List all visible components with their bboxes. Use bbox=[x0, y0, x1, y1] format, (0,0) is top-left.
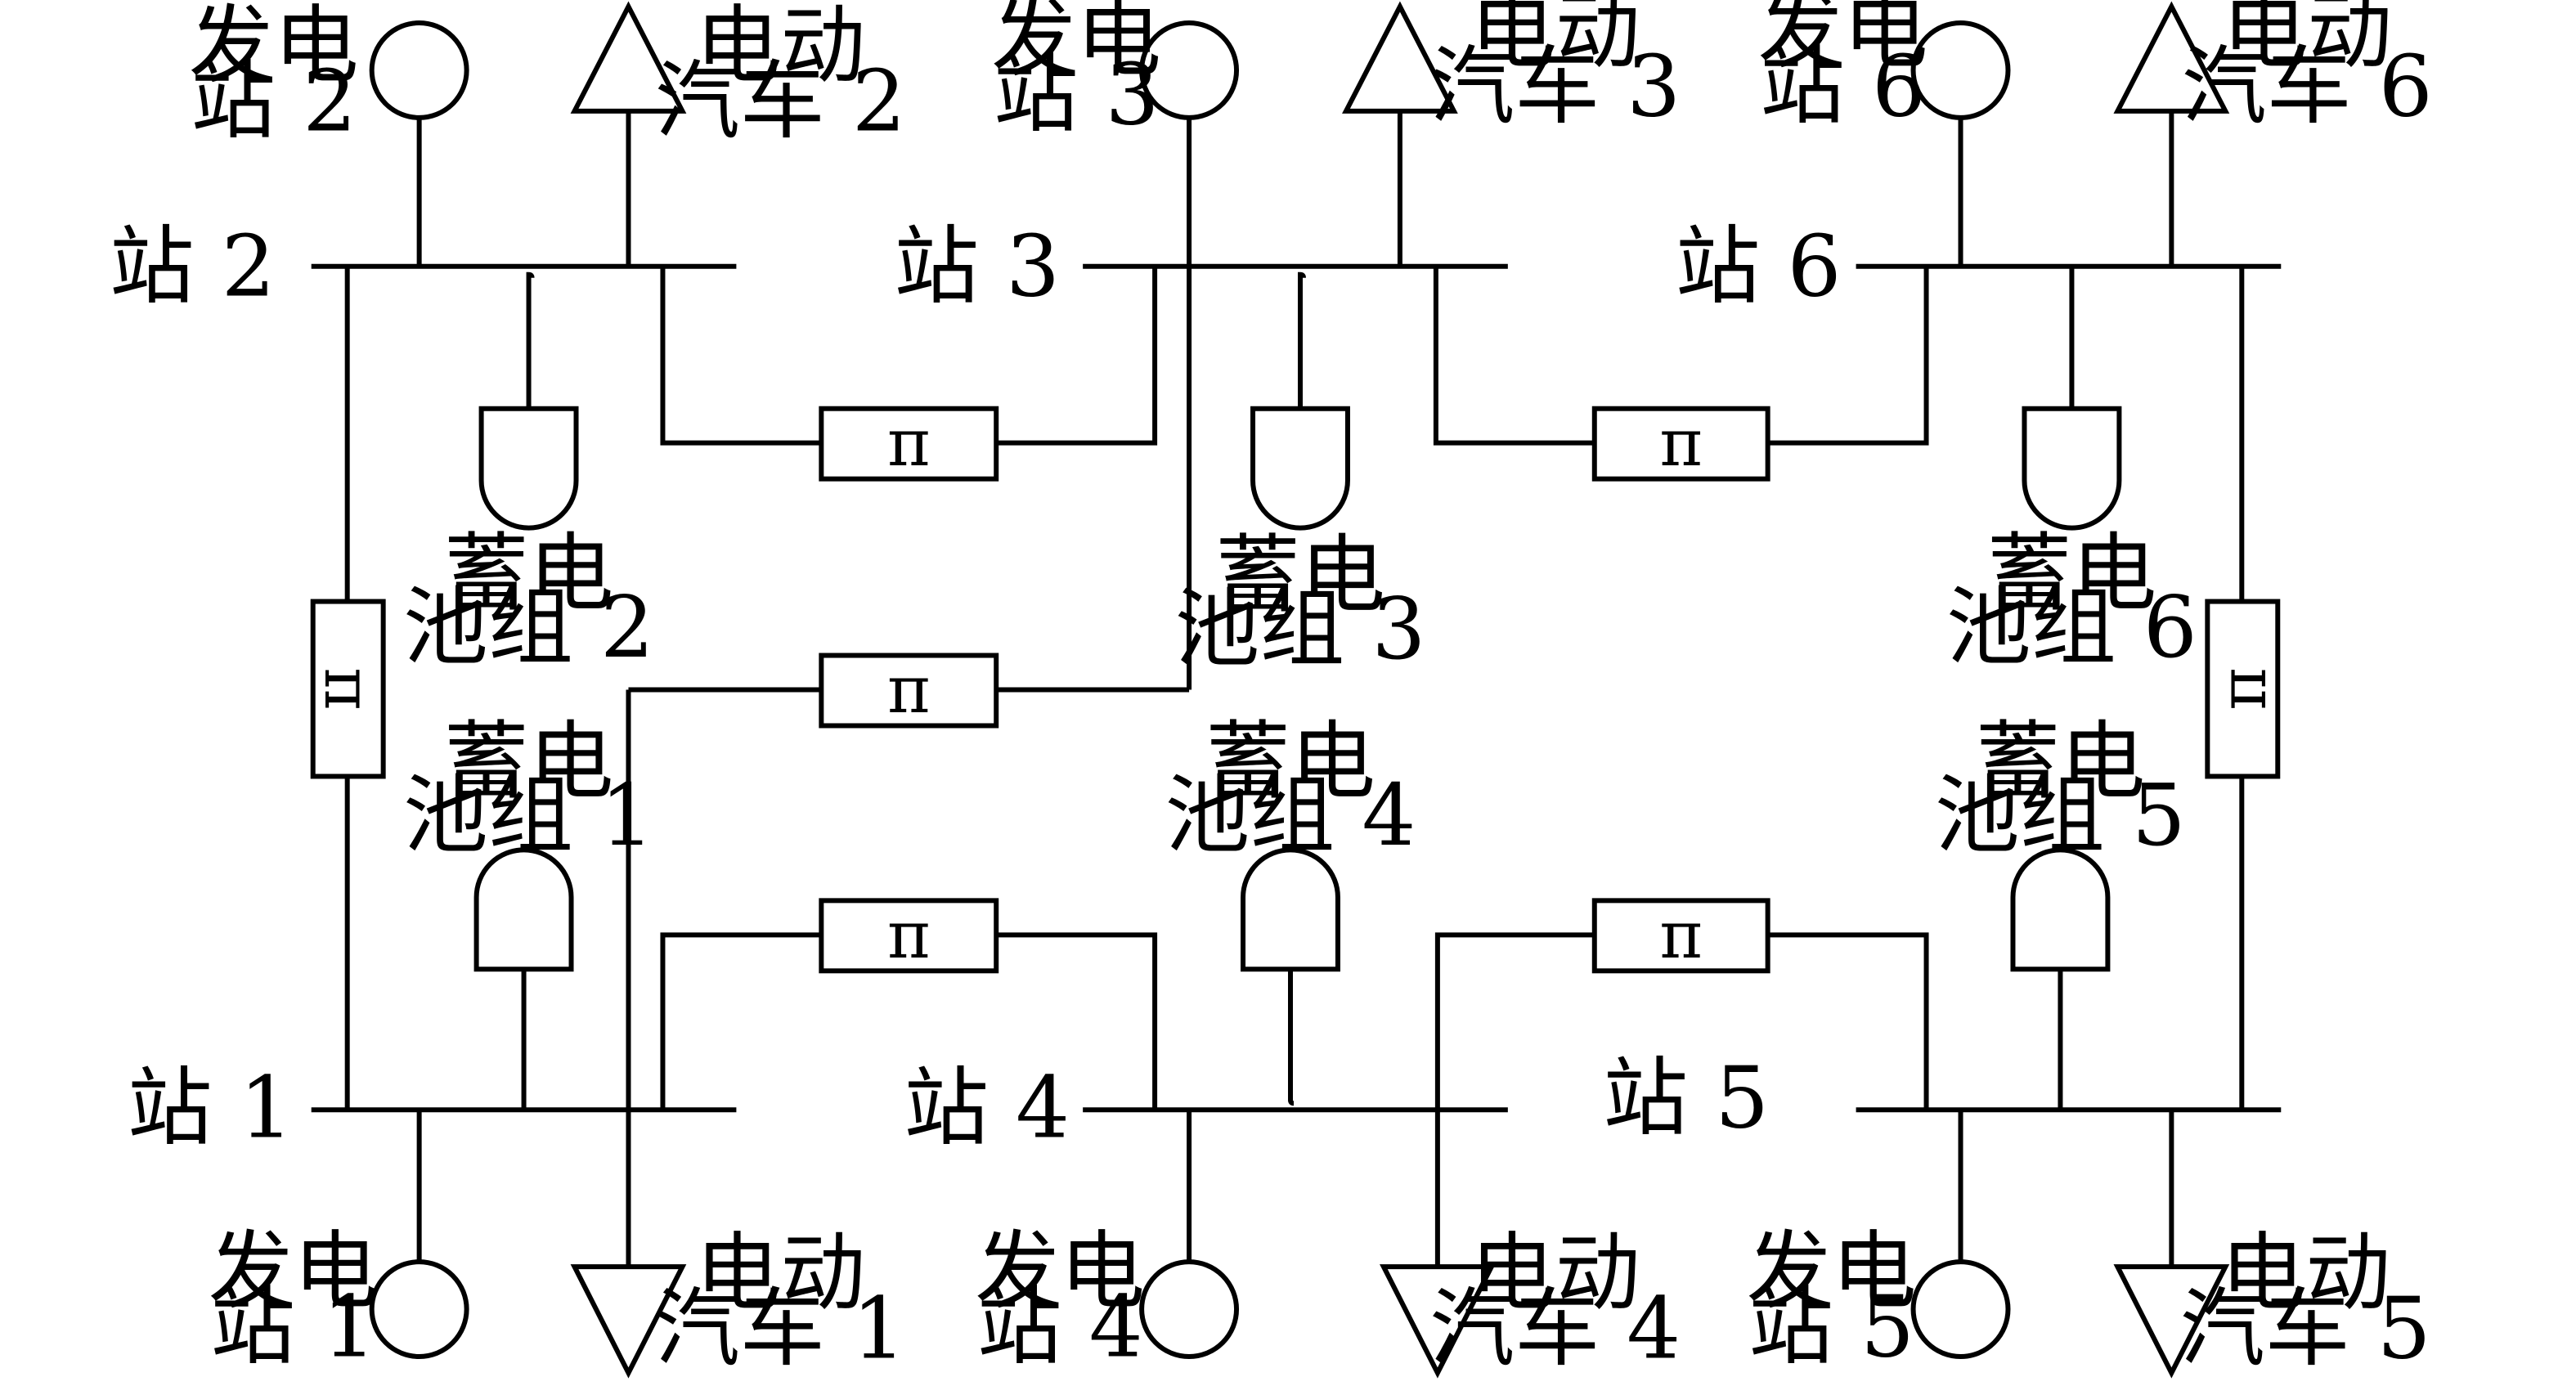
generator-label-2: 发电 站 2 bbox=[189, 0, 359, 150]
ev-2 bbox=[570, 1, 687, 267]
generator-label-1: 发电 站 1 bbox=[209, 1222, 379, 1377]
svg-text:池组 1: 池组 1 bbox=[403, 766, 654, 865]
svg-text:发电: 发电 bbox=[975, 1222, 1145, 1321]
svg-text:站 2: 站 2 bbox=[191, 52, 357, 150]
pi-label: π bbox=[1659, 897, 1703, 973]
ev-label-1: 电动 汽车 1 bbox=[655, 1224, 906, 1379]
ev-label-5: 电动 汽车 5 bbox=[2180, 1224, 2431, 1379]
svg-text:发电: 发电 bbox=[1758, 0, 1928, 80]
svg-text:电动: 电动 bbox=[1470, 0, 1640, 80]
svg-text:汽车 4: 汽车 4 bbox=[1429, 1280, 1681, 1379]
svg-text:蓄电: 蓄电 bbox=[444, 524, 614, 623]
svg-text:站 4: 站 4 bbox=[977, 1278, 1143, 1377]
line-3-6: π bbox=[1433, 266, 1929, 482]
svg-text:发电: 发电 bbox=[209, 1222, 379, 1321]
svg-text:站 3: 站 3 bbox=[994, 45, 1160, 144]
svg-text:蓄电: 蓄电 bbox=[1205, 712, 1376, 811]
pi-label: π bbox=[1659, 405, 1703, 481]
svg-text:池组 4: 池组 4 bbox=[1165, 766, 1416, 865]
battery-2 bbox=[478, 271, 579, 531]
ev-1 bbox=[570, 689, 687, 1379]
generator-6 bbox=[1910, 20, 2011, 267]
svg-text:站 6: 站 6 bbox=[1760, 37, 1926, 136]
battery-label-2: 蓄电 池组 2 bbox=[403, 524, 654, 677]
ev-5 bbox=[2113, 1110, 2230, 1379]
station-label-1: 站 1 bbox=[128, 1059, 294, 1158]
svg-text:汽车 5: 汽车 5 bbox=[2180, 1280, 2431, 1379]
pi-label: π bbox=[887, 405, 931, 481]
battery-4 bbox=[1241, 847, 1340, 1106]
station-label-5: 站 5 bbox=[1603, 1049, 1769, 1148]
generator-label-6: 发电 站 6 bbox=[1758, 0, 1928, 136]
generator-label-5: 发电 站 5 bbox=[1747, 1222, 1917, 1377]
battery-5 bbox=[2010, 847, 2111, 1110]
battery-label-6: 蓄电 池组 6 bbox=[1946, 524, 2197, 677]
station-label-6: 站 6 bbox=[1676, 217, 1842, 316]
svg-text:蓄电: 蓄电 bbox=[1987, 524, 2157, 623]
pi-label: π bbox=[887, 897, 931, 973]
svg-text:站 5: 站 5 bbox=[1748, 1278, 1914, 1377]
pi-label: π bbox=[2205, 667, 2281, 711]
svg-text:电动: 电动 bbox=[2220, 1224, 2390, 1323]
ev-4 bbox=[1380, 1110, 1496, 1379]
svg-text:汽车 1: 汽车 1 bbox=[655, 1280, 906, 1379]
line-2-3: π bbox=[660, 266, 1158, 482]
line-4-5: π bbox=[1434, 897, 1929, 1110]
svg-text:汽车 6: 汽车 6 bbox=[2182, 37, 2433, 136]
svg-text:站 1: 站 1 bbox=[210, 1278, 376, 1377]
svg-text:汽车 2: 汽车 2 bbox=[655, 52, 906, 150]
battery-label-3: 蓄电 池组 3 bbox=[1174, 526, 1425, 679]
svg-text:蓄电: 蓄电 bbox=[444, 712, 614, 811]
battery-6 bbox=[2022, 266, 2122, 531]
svg-text:电动: 电动 bbox=[695, 1224, 865, 1323]
battery-1 bbox=[473, 847, 574, 1110]
svg-text:池组 5: 池组 5 bbox=[1935, 766, 2186, 865]
line-1-2: π bbox=[310, 266, 386, 1110]
line-1-4: π bbox=[660, 897, 1158, 1110]
generator-4 bbox=[1139, 1110, 1240, 1360]
line-5-6: π bbox=[2205, 266, 2281, 1110]
svg-text:电动: 电动 bbox=[695, 0, 865, 95]
battery-label-1: 蓄电 池组 1 bbox=[403, 712, 654, 865]
ev-label-6: 电动 汽车 6 bbox=[2182, 0, 2433, 136]
ev-3 bbox=[1342, 1, 1458, 267]
svg-text:发电: 发电 bbox=[189, 0, 359, 95]
svg-text:电动: 电动 bbox=[1470, 1224, 1640, 1323]
generator-3 bbox=[1139, 20, 1240, 690]
station-label-4: 站 4 bbox=[904, 1059, 1070, 1158]
svg-text:发电: 发电 bbox=[991, 0, 1161, 88]
battery-3 bbox=[1250, 271, 1350, 531]
svg-text:池组 3: 池组 3 bbox=[1174, 580, 1425, 679]
generator-5 bbox=[1910, 1110, 2011, 1360]
generator-1 bbox=[369, 1110, 469, 1360]
battery-label-4: 蓄电 池组 4 bbox=[1165, 712, 1416, 865]
ev-label-4: 电动 汽车 4 bbox=[1429, 1224, 1681, 1379]
line-1-3: π bbox=[628, 652, 1190, 729]
generator-label-4: 发电 站 4 bbox=[975, 1222, 1145, 1377]
ev-label-2: 电动 汽车 2 bbox=[655, 0, 906, 150]
svg-text:电动: 电动 bbox=[2222, 0, 2392, 80]
station-label-3: 站 3 bbox=[894, 217, 1060, 316]
generator-2 bbox=[369, 20, 469, 267]
station-label-2: 站 2 bbox=[110, 217, 276, 316]
svg-text:汽车 3: 汽车 3 bbox=[1429, 37, 1681, 136]
svg-text:发电: 发电 bbox=[1747, 1222, 1917, 1321]
pi-label: π bbox=[310, 667, 386, 711]
pi-label: π bbox=[887, 652, 931, 728]
ev-6 bbox=[2113, 1, 2230, 267]
svg-text:池组 6: 池组 6 bbox=[1946, 578, 2197, 677]
svg-text:蓄电: 蓄电 bbox=[1215, 526, 1385, 625]
ev-label-3: 电动 汽车 3 bbox=[1429, 0, 1681, 136]
generator-label-3: 发电 站 3 bbox=[991, 0, 1161, 144]
svg-text:蓄电: 蓄电 bbox=[1976, 712, 2146, 811]
battery-label-5: 蓄电 池组 5 bbox=[1935, 712, 2186, 865]
svg-text:池组 2: 池组 2 bbox=[403, 578, 654, 677]
